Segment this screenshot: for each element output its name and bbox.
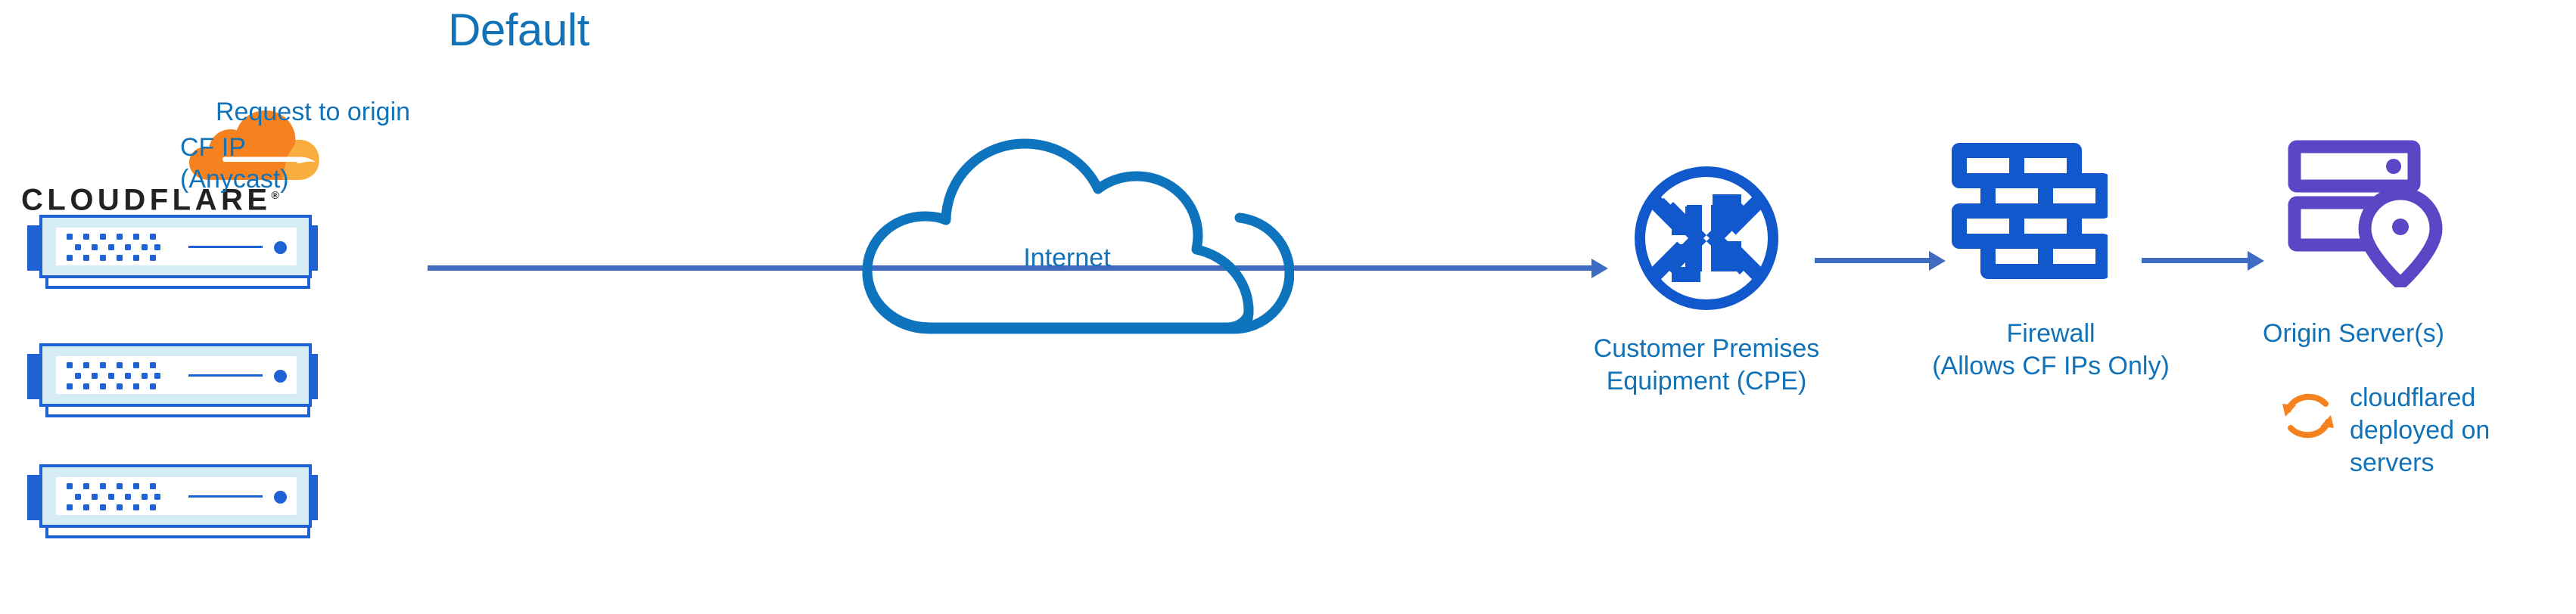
arrow-head xyxy=(1591,259,1608,278)
server-status-line xyxy=(188,246,263,248)
cf-ip-anycast-label: CF IP (Anycast) xyxy=(180,133,289,194)
firewall-label: Firewall (Allows CF IPs Only) xyxy=(1932,319,2170,380)
cloudflare-wordmark-text: CLOUDFLARE xyxy=(21,183,272,217)
arrow-firewall-to-origin xyxy=(2142,251,2293,271)
arrow-shaft xyxy=(2142,258,2249,263)
registered-trademark-symbol: ® xyxy=(271,189,279,201)
arrow-origin-request xyxy=(428,259,1608,278)
cloudflared-annotation-label: cloudflared deployed on servers xyxy=(2350,383,2490,477)
server-chassis xyxy=(39,464,312,528)
arrow-cpe-to-firewall xyxy=(1815,251,1958,271)
arrow-head xyxy=(2248,251,2264,271)
server-status-line xyxy=(188,374,263,377)
server-status-led xyxy=(274,370,287,383)
cloudflare-logo: CLOUDFLARE® xyxy=(21,106,324,216)
server-ports-grid xyxy=(67,362,160,389)
cpe-label: Customer Premises Equipment (CPE) xyxy=(1593,334,1820,395)
cloudflare-wordmark: CLOUDFLARE® xyxy=(21,178,279,216)
server-ports-grid xyxy=(67,483,160,510)
server-status-line xyxy=(188,495,263,498)
cloudflare-edge-server-3 xyxy=(20,461,326,543)
server-faceplate xyxy=(56,356,297,394)
internet-label: Internet xyxy=(1023,243,1111,272)
cloudflare-edge-server-1 xyxy=(20,212,326,293)
server-status-led xyxy=(274,491,287,504)
server-faceplate xyxy=(56,477,297,515)
arrow-shaft xyxy=(1815,258,1930,263)
router-four-arrows-icon xyxy=(1635,166,1778,310)
page-title: Default xyxy=(448,5,590,55)
server-chassis xyxy=(39,215,312,278)
arrow-head xyxy=(1929,251,1946,271)
internet-cloud-node: Internet xyxy=(840,113,1295,340)
cloudflare-cloud-logo-icon xyxy=(189,110,319,180)
server-chassis xyxy=(39,343,312,407)
brick-wall-icon xyxy=(1952,143,2108,279)
server-status-led xyxy=(274,241,287,254)
origin-server-label: Origin Server(s) xyxy=(2263,319,2444,348)
server-ports-grid xyxy=(67,234,160,261)
sync-arrows-icon xyxy=(2282,393,2334,439)
cloudflare-edge-server-2 xyxy=(20,340,326,422)
server-rack-location-pin-icon xyxy=(2288,140,2443,287)
request-to-origin-label: Request to origin xyxy=(216,98,411,126)
server-faceplate xyxy=(56,228,297,265)
arrow-shaft xyxy=(428,265,1593,271)
cloud-outline-icon xyxy=(862,138,1295,334)
